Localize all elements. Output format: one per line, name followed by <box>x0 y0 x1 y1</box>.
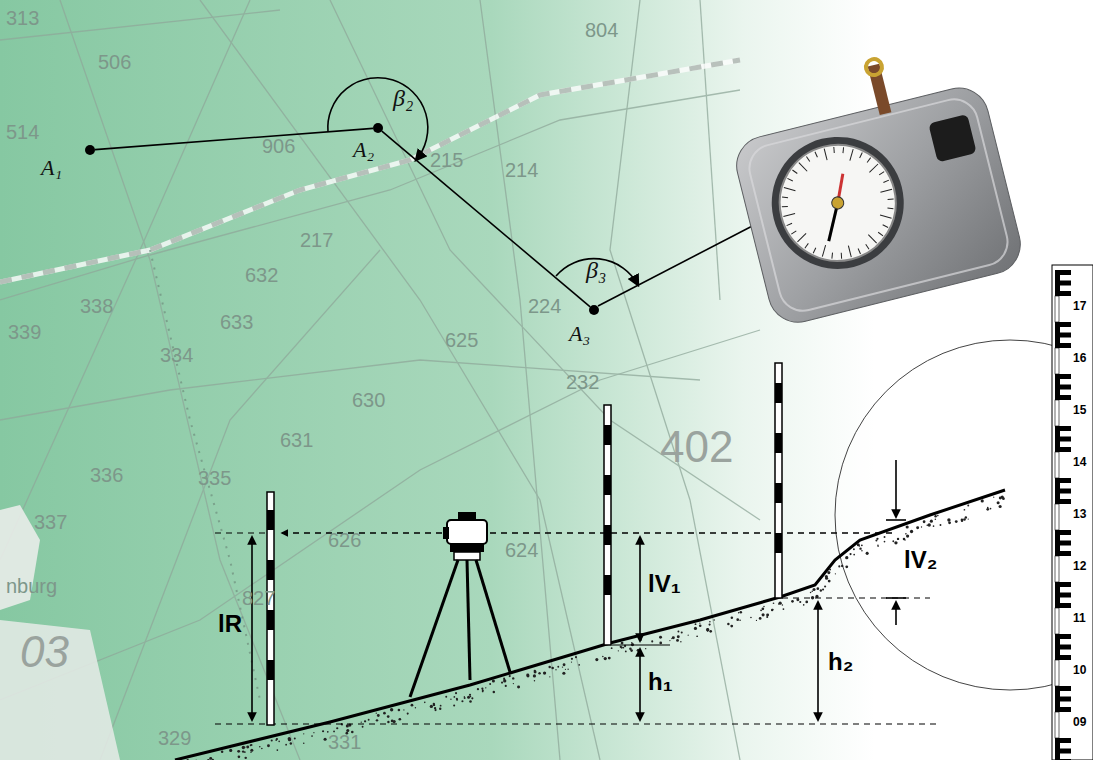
map-town <box>0 620 120 760</box>
staff-number: 15 <box>1073 404 1086 416</box>
map-number: 337 <box>34 512 67 532</box>
dimension-label: lR <box>218 612 242 636</box>
map-number: 214 <box>505 160 538 180</box>
map-road <box>0 60 740 282</box>
staff-number: 12 <box>1073 560 1086 572</box>
angle-arc <box>556 259 638 285</box>
reference-line <box>612 645 670 646</box>
sight-line <box>282 532 445 533</box>
traverse-leg <box>95 128 373 149</box>
dimension-label: lV₁ <box>648 572 681 596</box>
point-label: A₂ <box>353 139 374 161</box>
map-number: 624 <box>505 540 538 560</box>
level-instrument <box>410 512 510 697</box>
dimension-label: lV₂ <box>904 548 937 572</box>
dimension-label: h₂ <box>828 650 853 674</box>
traverse-point: A₂ <box>373 123 383 133</box>
map-number: 339 <box>8 322 41 342</box>
map-number: 331 <box>328 732 361 752</box>
map-number: 215 <box>430 150 463 170</box>
dimension-arrows <box>252 460 906 720</box>
angle-label: β₂ <box>393 86 413 110</box>
map-number: 217 <box>300 230 333 250</box>
reference-line <box>215 723 940 724</box>
traverse-leg <box>382 131 590 307</box>
map-number: 232 <box>566 372 599 392</box>
point-label: A₁ <box>41 157 62 179</box>
point-label: A₃ <box>569 323 590 345</box>
map-number: 626 <box>328 530 361 550</box>
map-number: nburg <box>6 576 57 596</box>
map-number: 514 <box>6 122 39 142</box>
staff-number: 16 <box>1073 352 1086 364</box>
map-number: 630 <box>352 390 385 410</box>
staff-number: 10 <box>1073 664 1086 676</box>
map-number: 402 <box>660 425 733 469</box>
map-number: 329 <box>158 728 191 748</box>
staff-number: 09 <box>1073 716 1086 728</box>
map-number: 224 <box>528 296 561 316</box>
traverse-point: A₃ <box>589 305 599 315</box>
angle-arc <box>328 78 428 160</box>
staff-number: 13 <box>1073 508 1086 520</box>
staff-scale <box>1052 265 1093 760</box>
staff-number: 14 <box>1073 456 1086 468</box>
traverse-leg <box>598 222 760 306</box>
map-lines <box>0 0 760 760</box>
staff-number: 17 <box>1073 300 1086 312</box>
map-number: 506 <box>98 52 131 72</box>
map-number: 631 <box>280 430 313 450</box>
map-number: 827 <box>242 588 275 608</box>
ground-stipple <box>175 496 1005 760</box>
map-path <box>150 250 260 700</box>
map-number: 336 <box>90 465 123 485</box>
map-number: 804 <box>585 20 618 40</box>
compass <box>719 35 1027 328</box>
dimension-label: h₁ <box>648 670 673 694</box>
angle-label: β₃ <box>586 258 606 282</box>
reference-line <box>215 532 272 533</box>
staff-number: 11 <box>1073 612 1086 624</box>
map-number: 334 <box>160 345 193 365</box>
map-number: 338 <box>80 296 113 316</box>
map-number: 625 <box>445 330 478 350</box>
traverse-point: A₁ <box>85 145 95 155</box>
sight-line <box>490 532 895 533</box>
map-number: 632 <box>245 265 278 285</box>
map-number: 633 <box>220 312 253 332</box>
map-number: 03 <box>20 630 69 674</box>
reference-line <box>782 598 930 599</box>
map-number: 313 <box>6 8 39 28</box>
ground-line <box>175 490 1005 760</box>
levelling-rod <box>267 363 782 725</box>
map-railway <box>0 60 740 282</box>
map-number: 335 <box>198 468 231 488</box>
map-number: 906 <box>262 136 295 156</box>
